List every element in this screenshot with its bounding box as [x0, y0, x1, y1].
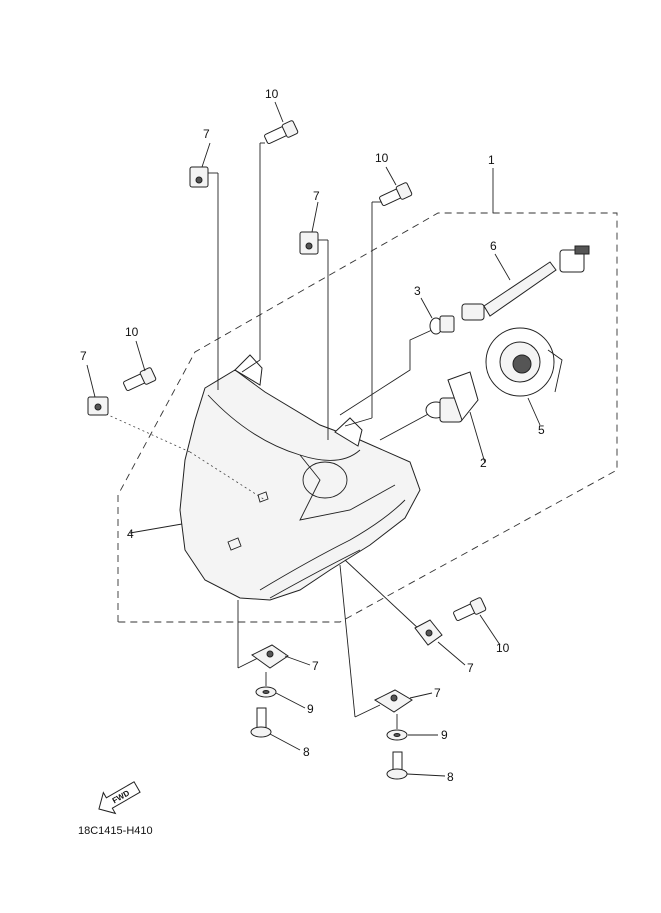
label-part-8-a: 8	[303, 745, 310, 759]
headlight-bulb-2	[425, 371, 479, 423]
label-part-9-b: 9	[441, 728, 448, 742]
bulb-cover-5	[485, 327, 563, 397]
bolt-8-b	[386, 751, 408, 780]
bracket-clip-7-e	[251, 644, 289, 669]
bracket-clip-7-b	[299, 231, 319, 255]
screw-10-d	[453, 597, 487, 622]
label-part-6: 6	[490, 239, 497, 253]
label-part-7-b: 7	[313, 189, 320, 203]
position-bulb-3	[429, 315, 455, 335]
label-part-10-b: 10	[375, 151, 389, 165]
screw-10-c	[123, 367, 157, 392]
label-part-10-a: 10	[265, 87, 279, 101]
label-part-10-c: 10	[125, 325, 139, 339]
bracket-clip-7-f	[373, 689, 413, 713]
headlight-housing	[179, 354, 421, 601]
label-part-7-d: 7	[467, 661, 474, 675]
label-part-9-a: 9	[307, 702, 314, 716]
bracket-clip-7-a	[189, 166, 209, 188]
screw-10-b	[379, 182, 413, 207]
label-part-10-d: 10	[496, 641, 510, 655]
wire-harness-6	[461, 245, 590, 321]
washer-9-a	[255, 686, 277, 698]
label-part-1: 1	[488, 153, 495, 167]
label-part-7-a: 7	[203, 127, 210, 141]
label-part-2: 2	[480, 456, 487, 470]
washer-9-b	[386, 729, 408, 741]
fwd-arrow-icon: FWD	[98, 781, 141, 815]
label-part-5: 5	[538, 423, 545, 437]
bolt-8-a	[250, 707, 272, 738]
label-part-3: 3	[414, 284, 421, 298]
drawing-code: 18C1415-H410	[78, 825, 153, 837]
bracket-clip-7-c	[87, 396, 109, 416]
label-part-7-f: 7	[434, 686, 441, 700]
screw-10-a	[264, 120, 299, 145]
label-part-8-b: 8	[447, 770, 454, 784]
label-part-4: 4	[127, 527, 134, 541]
bracket-clip-7-d	[414, 619, 443, 646]
label-part-7-e: 7	[312, 659, 319, 673]
label-part-7-c: 7	[80, 349, 87, 363]
